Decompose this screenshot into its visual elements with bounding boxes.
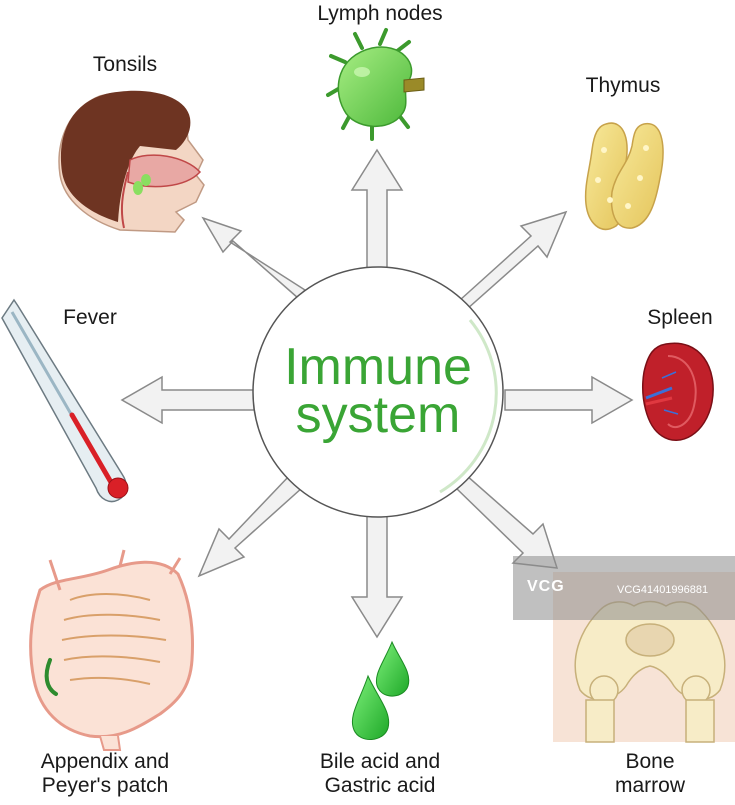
bile-drops-icon [352,640,410,740]
arrow-right [504,375,634,425]
label-bile-line1: Bile acid and [319,750,441,773]
center-title-line1: Immune [284,338,472,396]
lymph-node-icon [326,28,425,141]
arrow-up-right [458,210,568,311]
head-tonsils-icon [58,90,205,233]
watermark: VCG VCG41401996881 [513,556,735,620]
watermark-code: VCG41401996881 [617,584,709,596]
label-bone-line2: marrow [614,774,685,797]
label-bile-line2: Gastric acid [324,774,436,797]
watermark-brand: VCG [527,578,565,595]
thermometer-icon [1,298,129,503]
arrow-down [350,514,404,639]
arrow-down-left [197,473,305,578]
arrow-left [120,375,255,425]
thymus-icon [584,122,664,231]
label-spleen: Spleen [647,306,713,329]
label-appendix-line2: Peyer's patch [41,774,169,797]
center-title-line2: system [295,386,461,444]
center-circle [252,266,504,518]
label-lymph-nodes: Lymph nodes [317,2,443,25]
label-fever: Fever [63,306,117,329]
label-appendix-line1: Appendix and [40,750,170,773]
label-tonsils: Tonsils [92,53,158,76]
arrow-up [350,148,404,273]
intestine-icon [29,549,194,751]
arrow-down-right [454,473,559,569]
label-thymus: Thymus [585,74,661,97]
label-bone-line1: Bone [625,750,675,773]
arrow-up-left [201,216,307,300]
spleen-icon [642,342,714,441]
